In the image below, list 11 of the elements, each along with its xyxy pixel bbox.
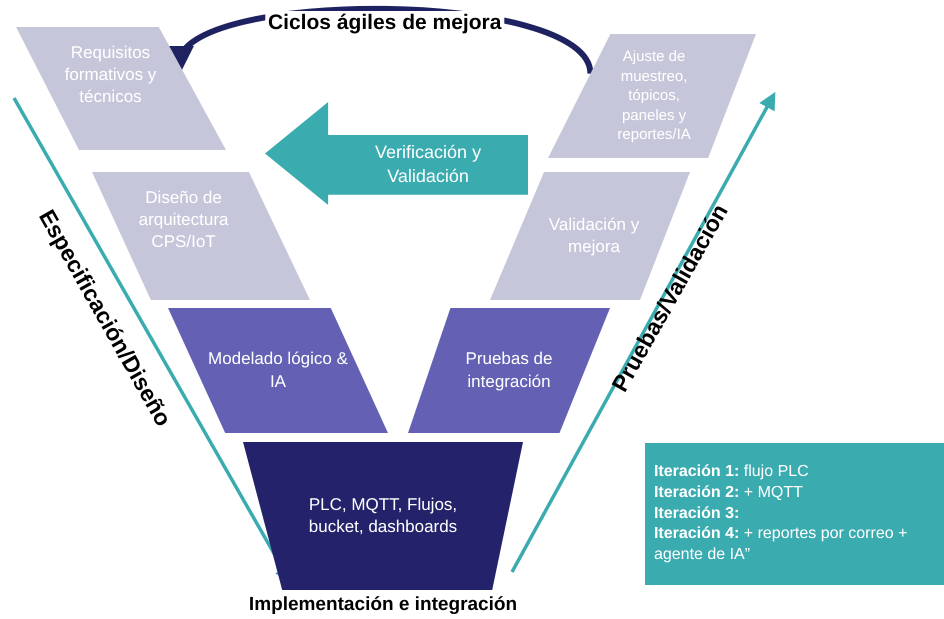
box-label: Modelado lógico & IA — [207, 348, 349, 392]
box-label: Requisitos formativos y técnicos — [64, 42, 158, 108]
stage-caption: Implementación e integración — [248, 594, 518, 616]
box-label: Ajuste de muestreo, tópicos, paneles y reportes/IA — [616, 47, 692, 145]
box-label: PLC, MQTT, Flujos, bucket, dashboards — [308, 494, 458, 538]
iteration-note: Iteración 3: — [654, 504, 740, 524]
iteration-note: Iteración 2: + MQTT — [654, 482, 803, 503]
iteration-note: Iteración 4: + reportes por correo + agente de IA” — [654, 524, 908, 566]
box-label: Pruebas de integración — [464, 348, 554, 392]
iteration-note: Iteración 1: flujo PLC — [654, 462, 809, 482]
box-label: Verificación y Validación — [374, 141, 482, 188]
